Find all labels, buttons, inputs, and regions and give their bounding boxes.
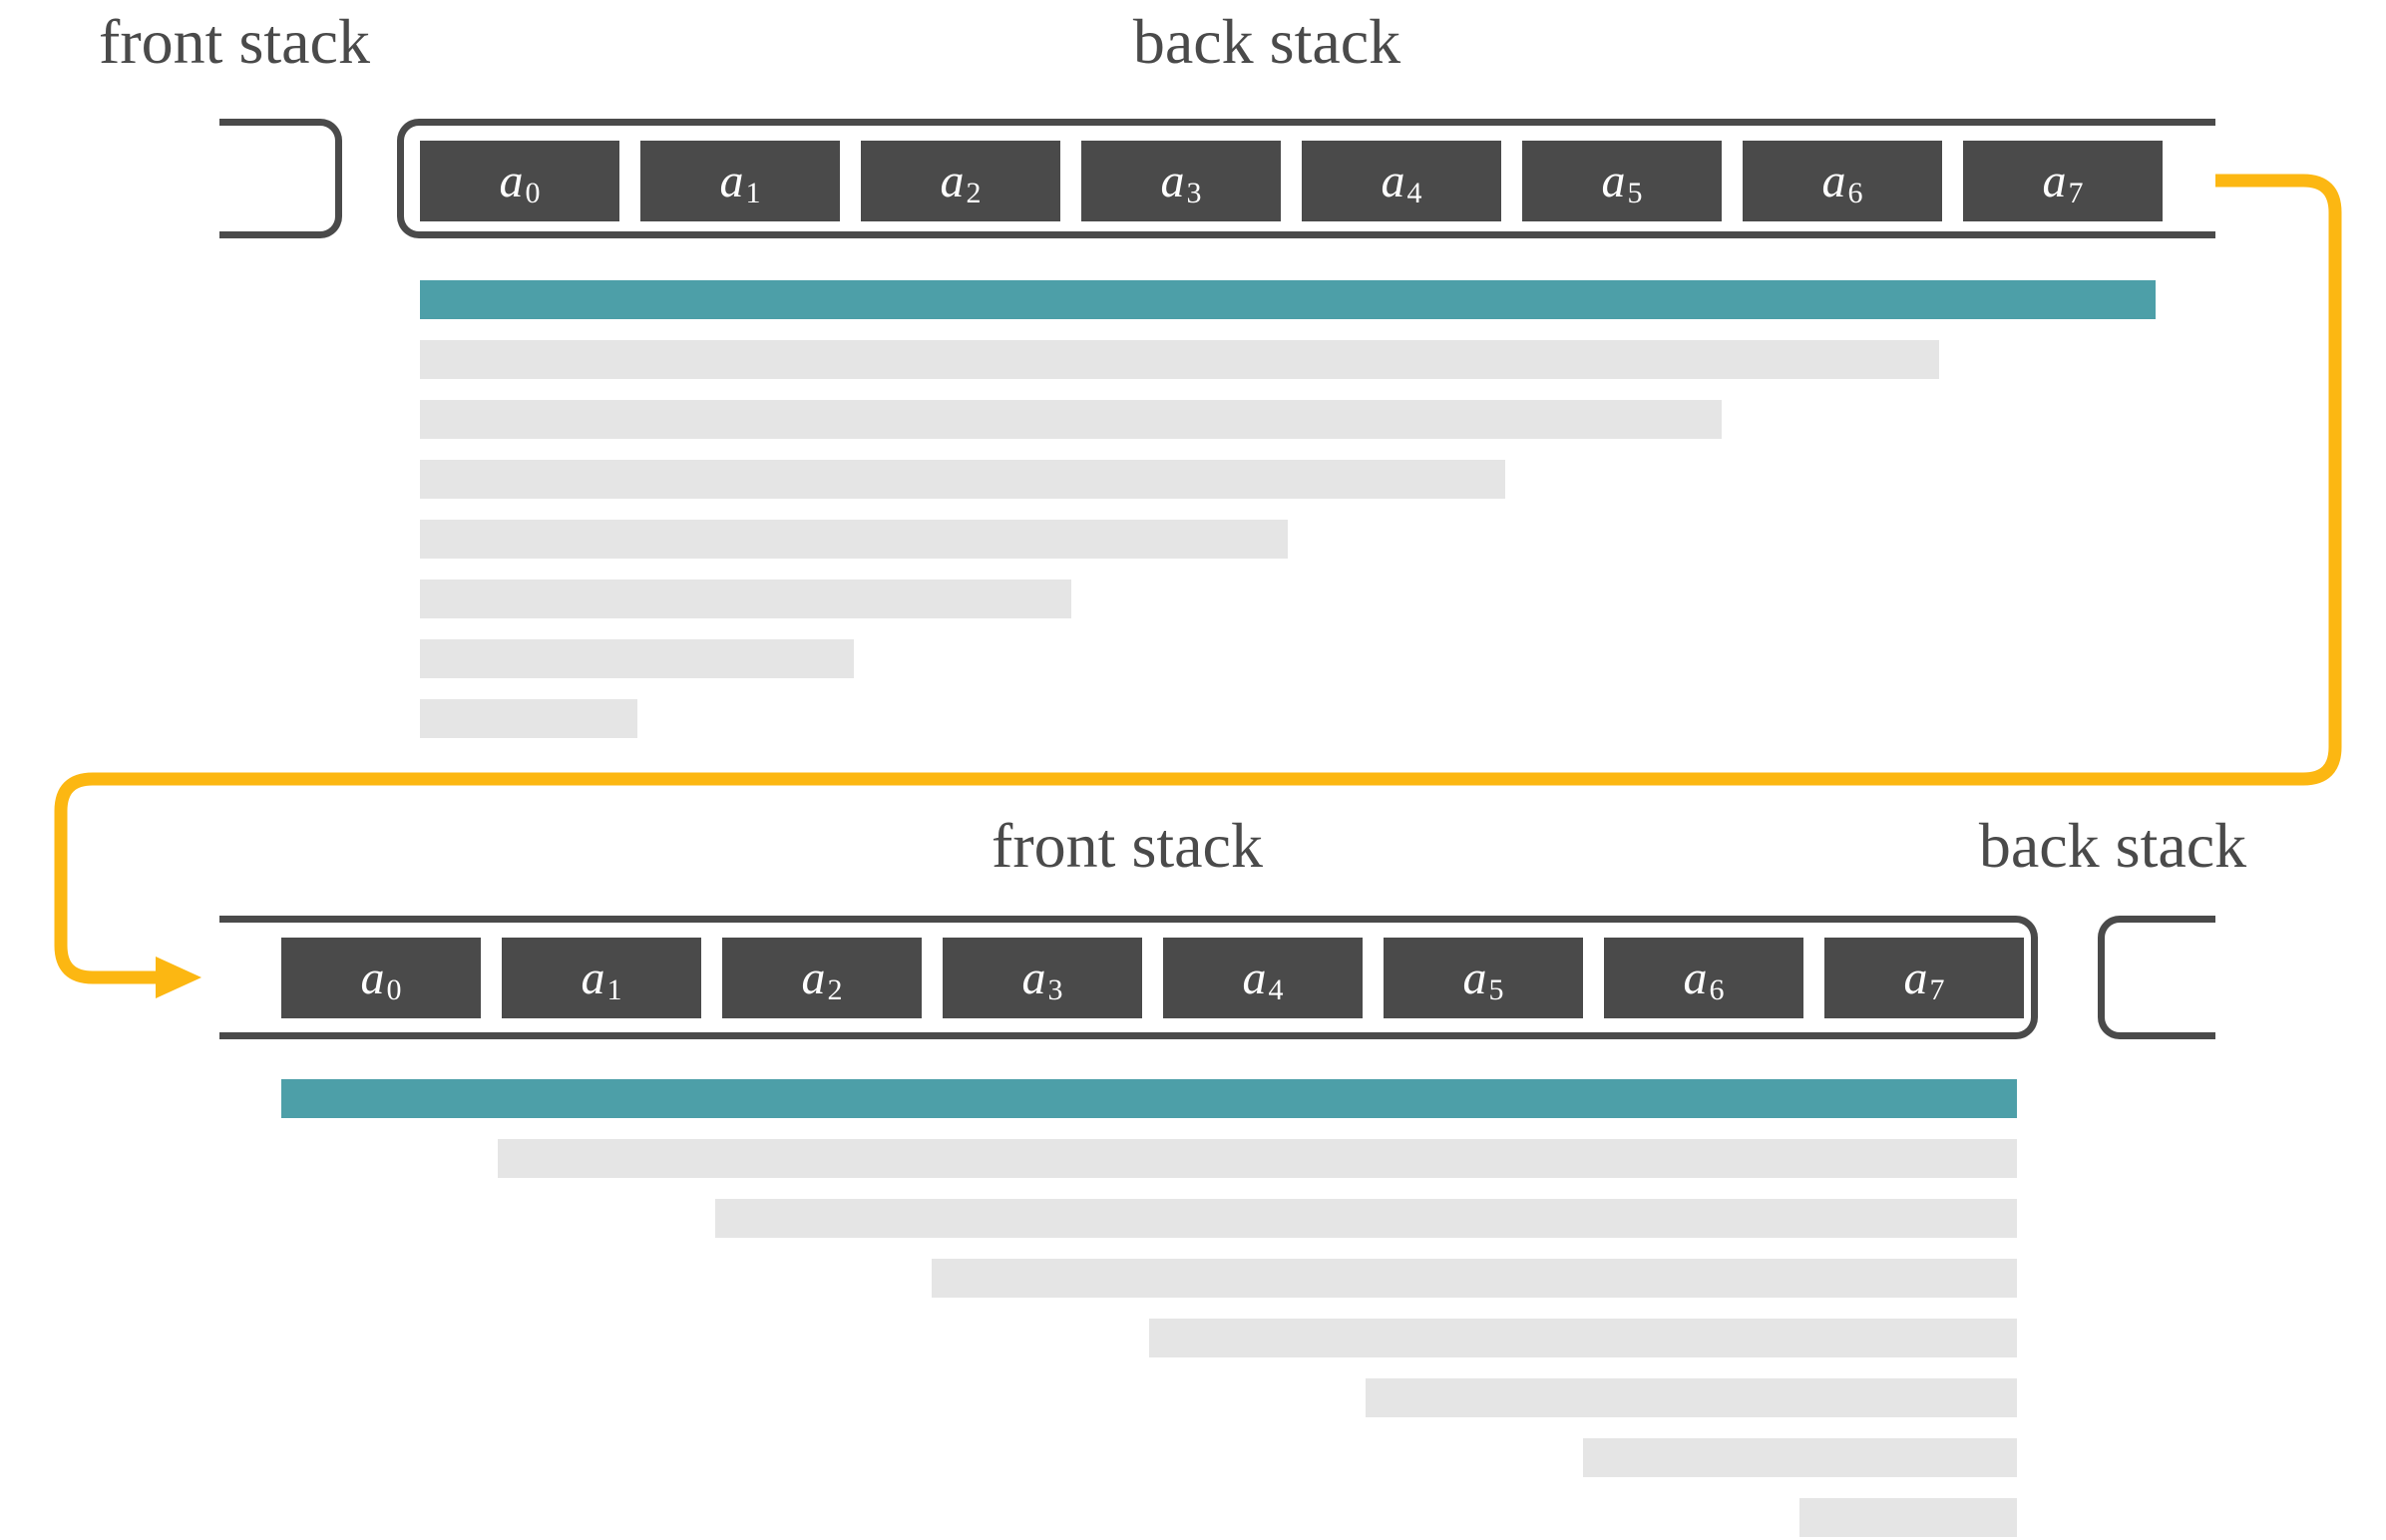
potential-bar-gray-7 [498, 1139, 2017, 1178]
cell-symbol: a [1021, 951, 1046, 1004]
cell-symbol: a [1601, 154, 1626, 207]
potential-bar-gray-5 [420, 460, 1505, 499]
potential-bar-gray-2 [1583, 1438, 2017, 1477]
top-front-stack-container [219, 119, 342, 238]
cell-symbol: a [719, 154, 744, 207]
bottom-back-stack-label: back stack [1978, 810, 2247, 881]
top-front-stack-label: front stack [99, 6, 370, 77]
cell-symbol: a [1381, 154, 1405, 207]
cell-symbol: a [1242, 951, 1267, 1004]
potential-bar-gray-1 [1799, 1498, 2017, 1537]
top-back-stack-container [397, 119, 2215, 238]
cell-symbol: a [499, 154, 524, 207]
cell-symbol: a [1683, 951, 1708, 1004]
potential-bar-gray-3 [1366, 1378, 2017, 1417]
potential-bar-gray-6 [715, 1199, 2017, 1238]
cell-symbol: a [360, 951, 385, 1004]
cell-symbol: a [1821, 154, 1846, 207]
cell-symbol: a [940, 154, 965, 207]
potential-bar-teal [281, 1079, 2017, 1118]
cell-symbol: a [581, 951, 605, 1004]
bottom-front-stack-label: front stack [992, 810, 1263, 881]
top-back-stack-label: back stack [1132, 6, 1401, 77]
cell-symbol: a [2042, 154, 2067, 207]
bottom-back-stack-container [2098, 916, 2215, 1039]
transfer-arrowhead [156, 957, 201, 998]
cell-symbol: a [1903, 951, 1928, 1004]
potential-bar-gray-5 [932, 1259, 2017, 1298]
bottom-front-stack-container [219, 916, 2038, 1039]
potential-bar-gray-7 [420, 340, 1939, 379]
potential-bar-gray-1 [420, 699, 637, 738]
cell-symbol: a [1160, 154, 1185, 207]
cell-symbol: a [1462, 951, 1487, 1004]
potential-bar-gray-2 [420, 639, 854, 678]
potential-bar-teal [420, 280, 2156, 319]
potential-bar-gray-6 [420, 400, 1722, 439]
potential-bar-gray-4 [420, 520, 1288, 559]
potential-bar-gray-4 [1149, 1319, 2017, 1357]
potential-bar-gray-3 [420, 579, 1071, 618]
cell-symbol: a [801, 951, 826, 1004]
